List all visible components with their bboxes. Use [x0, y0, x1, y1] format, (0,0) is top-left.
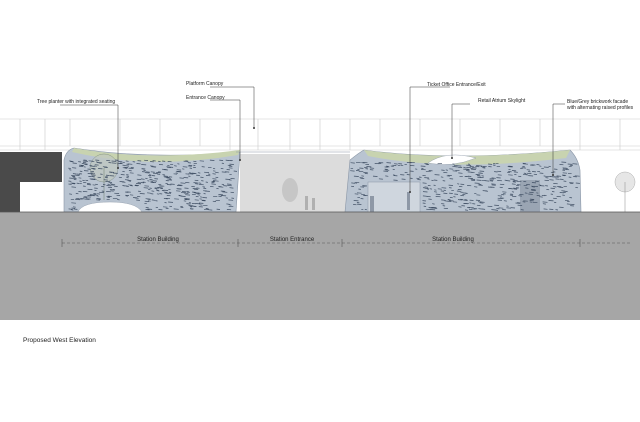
ground-section	[0, 212, 640, 320]
right-dark-panel	[520, 180, 540, 212]
annotation-leaders	[60, 86, 565, 192]
platform-structure	[0, 118, 640, 151]
segment-label-station-building-left: Station Building	[137, 237, 179, 243]
annotation-tree-planter: Tree planter with integrated seating	[37, 99, 116, 105]
segment-label-station-building-right: Station Building	[432, 237, 474, 243]
right-tree-icon	[614, 171, 636, 212]
segment-dimension-line	[61, 239, 630, 247]
segment-label-station-entrance: Station Entrance	[269, 237, 315, 243]
brickwork-pattern	[68, 159, 580, 211]
drawing-caption: Proposed West Elevation	[23, 337, 96, 344]
annotation-brickwork: Blue/Grey brickwork facade with alternat…	[567, 99, 634, 111]
entrance-figures	[282, 178, 410, 212]
planter-seating	[77, 201, 143, 213]
annotation-ticket-office: Ticket Office Entrance/Exit	[427, 82, 486, 88]
ticket-office-opening	[367, 181, 421, 213]
atrium-skylight	[427, 154, 477, 165]
annotation-platform-canopy: Platform Canopy	[186, 81, 224, 87]
left-tree-silhouette	[0, 152, 62, 212]
annotation-retail-atrium: Retail Atrium Skylight	[478, 98, 526, 104]
annotation-entrance-canopy: Entrance Canopy	[186, 95, 225, 101]
